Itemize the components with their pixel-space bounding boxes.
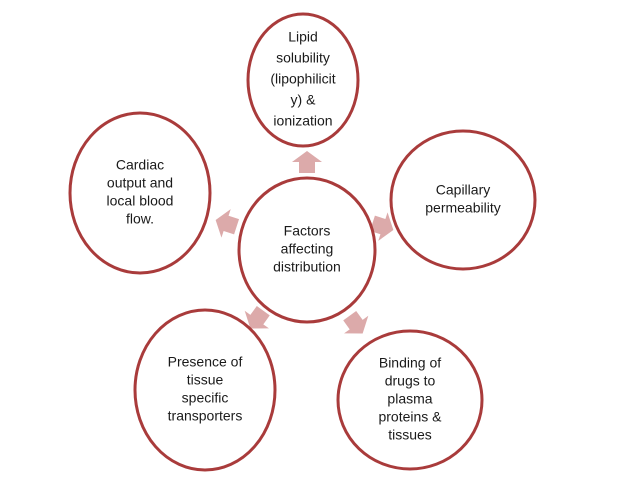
center-node-label-line: distribution — [273, 259, 341, 275]
node-tissue-transporters-label-line: Presence of — [168, 354, 243, 370]
node-cardiac-output-label-line: output and — [107, 175, 173, 191]
node-binding-of-drugs-circle — [336, 329, 484, 471]
node-binding-of-drugs-label-line: Binding of — [379, 355, 441, 371]
node-lipid-solubility-label-line: ionization — [273, 113, 332, 129]
center-node-circle — [237, 176, 377, 324]
circles-layer: Factors affecting distribution Lipid solubil… — [68, 12, 537, 472]
node-tissue-transporters-label-line: transporters — [168, 408, 243, 424]
node-lipid-solubility-label-line: Lipid — [288, 29, 318, 45]
node-tissue-transporters-circle — [133, 308, 277, 472]
node-lipid-solubility-label-line: (lipophilicit — [270, 71, 335, 87]
node-cardiac-output: Cardiac output and local blood flow. — [68, 111, 212, 275]
node-cardiac-output-label-line: Cardiac — [116, 157, 164, 173]
arrow-2 — [369, 212, 394, 241]
arrows-layer — [215, 151, 394, 334]
node-binding-of-drugs: Binding of drugs to plasma proteins & tissue… — [336, 329, 484, 471]
node-cardiac-output-label-line: local blood — [107, 193, 174, 209]
node-binding-of-drugs-label-line: plasma — [387, 391, 432, 407]
center-node: Factors affecting distribution — [237, 176, 377, 324]
node-lipid-solubility-circle — [246, 12, 360, 148]
center-node-label-line: Factors — [284, 223, 331, 239]
node-lipid-solubility-label-line: solubility — [276, 50, 330, 66]
arrow-3 — [343, 311, 369, 334]
node-lipid-solubility-label-line: y) & — [291, 92, 317, 108]
node-binding-of-drugs-label-line: tissues — [388, 427, 432, 443]
node-binding-of-drugs-label-line: drugs to — [385, 373, 436, 389]
center-node-label-line: affecting — [281, 241, 334, 257]
arrow-5 — [215, 209, 240, 238]
node-cardiac-output-label-line: flow. — [126, 211, 154, 227]
node-capillary-permeability-circle — [389, 129, 537, 271]
node-tissue-transporters: Presence of tissue specific transporters — [133, 308, 277, 472]
node-cardiac-output-circle — [68, 111, 212, 275]
node-binding-of-drugs-label-line: proteins & — [378, 409, 442, 425]
node-capillary-permeability-label-line: permeability — [425, 200, 500, 216]
arrow-1 — [292, 151, 322, 173]
node-lipid-solubility: Lipid solubility (lipophilicit y) & ionizati… — [246, 12, 360, 148]
node-tissue-transporters-label-line: tissue — [187, 372, 224, 388]
node-tissue-transporters-label-line: specific — [182, 390, 229, 406]
node-capillary-permeability-label-line: Capillary — [436, 182, 490, 198]
node-capillary-permeability: Capillary permeability — [389, 129, 537, 271]
arrow-4 — [244, 306, 270, 329]
